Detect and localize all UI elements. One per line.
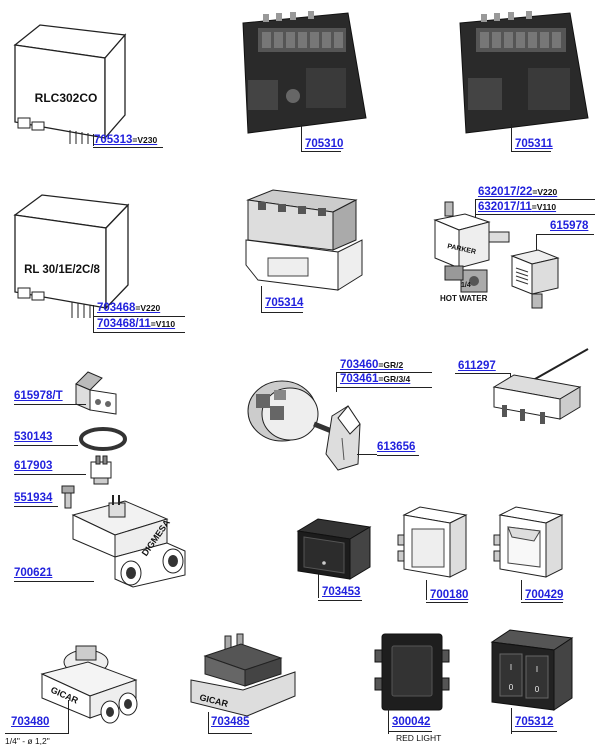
leader-line [301, 124, 302, 151]
leader-line [14, 474, 86, 475]
part-703460-link[interactable]: 703460=GR/2 [340, 359, 404, 371]
leader-line [208, 733, 252, 734]
leader-line [388, 731, 432, 732]
leader-line [336, 372, 337, 392]
microswitch-illustration [492, 348, 589, 424]
part-530143-link[interactable]: 530143 [14, 431, 53, 443]
part-703485-link[interactable]: 703485 [211, 716, 250, 728]
leader-line [521, 602, 563, 603]
leader-line [336, 387, 432, 388]
part-705311-link[interactable]: 705311 [515, 138, 553, 150]
leader-line [5, 733, 69, 734]
gicar-flowmeter-illustration: GICAR [40, 645, 138, 724]
leader-line [93, 147, 163, 148]
leader-line [536, 234, 594, 235]
leader-line [301, 151, 341, 152]
leader-line [68, 700, 69, 734]
relay-rlc-text: RLC302CO [35, 91, 98, 105]
leader-line [93, 332, 185, 333]
part-700429-link[interactable]: 700429 [525, 589, 564, 601]
switch-knob-illustration [325, 405, 361, 471]
leader-line [388, 708, 389, 734]
solenoid-valve-illustration: PARKER 1/4 [433, 201, 510, 293]
leader-line [521, 580, 522, 600]
leader-line [93, 134, 94, 146]
black-rocker-switch-illustration [296, 518, 372, 580]
part-705310-link[interactable]: 705310 [305, 138, 344, 150]
rotary-switch-illustration [247, 380, 335, 442]
leader-line [511, 151, 551, 152]
leader-line [261, 312, 303, 313]
leader-line [377, 455, 419, 456]
white-rocker-switch-2-illustration [493, 506, 564, 578]
leader-line [511, 124, 512, 151]
red-light-switch-illustration [374, 633, 450, 711]
leader-line [511, 708, 512, 734]
mark-off-left: 0 [509, 683, 514, 692]
leader-line [14, 404, 86, 405]
leader-line [455, 373, 510, 374]
screw-illustration [61, 485, 75, 509]
part-551934-link[interactable]: 551934 [14, 492, 53, 504]
gasket-illustration [79, 427, 127, 451]
leader-line [14, 445, 78, 446]
leader-line [14, 506, 58, 507]
part-615978-t-link[interactable]: 615978/T [14, 390, 63, 402]
part-705312-link[interactable]: 705312 [515, 716, 554, 728]
relay-rl-text: RL 30/1E/2C/8 [24, 264, 100, 276]
part-615978-link[interactable]: 615978 [550, 220, 589, 232]
coil-t-illustration [75, 371, 117, 415]
gicar-flowmeter-2-illustration: GICAR [190, 633, 296, 717]
mark-on-right: I [536, 665, 538, 674]
leader-line [336, 372, 432, 373]
control-board-illustration [242, 11, 367, 134]
leader-line [475, 199, 476, 229]
part-703453-link[interactable]: 703453 [322, 586, 361, 598]
valve-port-label: 1/4 [461, 282, 471, 289]
part-611297-link[interactable]: 611297 [458, 360, 496, 372]
control-board-illustration [459, 11, 589, 134]
part-705314-link[interactable]: 705314 [265, 297, 304, 309]
leader-line [426, 602, 468, 603]
leader-line [261, 286, 262, 313]
white-rocker-switch-illustration [397, 506, 468, 578]
mark-off-right: 0 [535, 685, 540, 694]
coil-connector-illustration [510, 249, 560, 309]
leader-line [511, 731, 557, 732]
part-703468-link[interactable]: 703468=V220 [97, 302, 161, 314]
digmesa-flowmeter-illustration: DIGMESA [71, 495, 186, 588]
leader-line [357, 454, 377, 455]
contactor-illustration [245, 189, 363, 291]
part-632017-22-link[interactable]: 632017/22=V220 [478, 186, 558, 198]
leader-line [475, 199, 595, 200]
part-300042-link[interactable]: 300042 [392, 716, 431, 728]
mark-on-left: I [510, 663, 512, 672]
leader-line [318, 574, 319, 598]
leader-line [536, 234, 537, 252]
leader-line [208, 712, 209, 734]
part-703461-link[interactable]: 703461=GR/3/4 [340, 373, 411, 385]
size-note: 1/4" - ø 1,2" [5, 736, 50, 746]
part-617903-link[interactable]: 617903 [14, 460, 53, 472]
leader-line [14, 581, 94, 582]
part-703468-11-link[interactable]: 703468/11=V110 [97, 318, 176, 330]
part-700180-link[interactable]: 700180 [430, 589, 469, 601]
hot-water-label: HOT WATER [440, 294, 488, 303]
part-703480-link[interactable]: 703480 [11, 716, 50, 728]
leader-line [93, 305, 94, 332]
leader-line [93, 316, 185, 317]
double-rocker-switch-illustration: I I 0 0 [490, 629, 574, 711]
leader-line [318, 600, 362, 601]
red-light-label: RED LIGHT [396, 733, 442, 743]
part-632017-11-link[interactable]: 632017/11=V110 [478, 201, 557, 213]
leader-line [426, 580, 427, 600]
relay-rl30-illustration: RL 30/1E/2C/8 [13, 194, 130, 318]
part-705313-link[interactable]: 705313=V230 [94, 134, 158, 146]
relay-rlc302co-illustration: RLC302CO [13, 24, 127, 144]
leader-line [475, 214, 595, 215]
part-700621-link[interactable]: 700621 [14, 567, 53, 579]
connector-illustration [90, 455, 112, 485]
part-613656-link[interactable]: 613656 [377, 441, 416, 453]
